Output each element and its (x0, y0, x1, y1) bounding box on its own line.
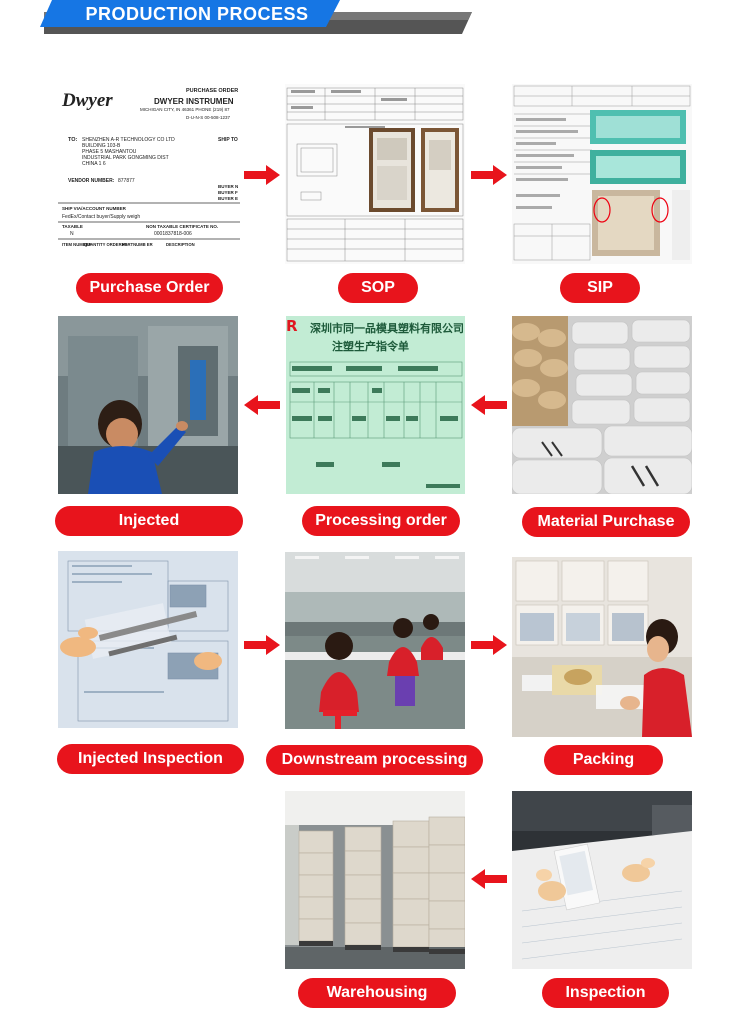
po-to-line: PHASE 5 MASHANTOU (82, 149, 137, 155)
step-label-sip: SIP (560, 273, 640, 303)
sop-document-photo (285, 84, 465, 264)
warehousing-photo (285, 791, 465, 969)
po-buyer-line: BUYER E (218, 196, 238, 201)
processing-order-title: 注塑生产指令单 (332, 339, 409, 353)
po-buyer-line: BUYER F (218, 190, 238, 195)
processing-order-photo: R 深圳市同一品模具塑料有限公司 注塑生产指令单 (286, 316, 465, 494)
step-label-purchase-order: Purchase Order (76, 273, 223, 303)
po-ship-to: SHIP TO (218, 137, 238, 143)
processing-order-logo: R (286, 317, 298, 335)
po-vendor-label: VENDOR NUMBER: (68, 178, 115, 184)
po-cert: NON TAXABLE CERTIFICATE NO. (146, 224, 218, 229)
po-company: DWYER INSTRUMEN (154, 97, 234, 106)
po-col: ITEM NUMBER (62, 242, 92, 247)
inspection-photo (512, 791, 692, 969)
po-ship-via-value: FedEx/Contact buyer/Supply weigh (62, 214, 140, 220)
po-to-line: CHINA 1 6 (82, 161, 106, 167)
injected-inspection-photo (58, 551, 238, 728)
po-taxable-value: N (70, 231, 74, 237)
po-to-line: BUILDING 103-B (82, 143, 121, 149)
step-label-sop: SOP (338, 273, 418, 303)
step-label-material-purchase: Material Purchase (522, 507, 690, 537)
arrow-left-icon (471, 869, 507, 889)
po-col: DESCRIPTION (166, 242, 195, 247)
processing-order-company: 深圳市同一品模具塑料有限公司 (310, 321, 464, 335)
sip-document-photo (512, 84, 692, 264)
po-address: MICHIGAN CITY, IN 46361 PHONE (219) 87 (140, 107, 230, 112)
step-label-warehousing: Warehousing (298, 978, 456, 1008)
dwyer-logo: Dwyer (61, 90, 113, 111)
downstream-processing-photo (285, 552, 465, 729)
step-label-injected-inspection: Injected Inspection (57, 744, 244, 774)
po-buyer-line: BUYER N (218, 184, 238, 189)
injected-photo (58, 316, 238, 494)
step-label-packing: Packing (544, 745, 663, 775)
step-label-inspection: Inspection (542, 978, 669, 1008)
po-ship-via: SHIP VIA/ACCOUNT NUMBER (62, 206, 127, 211)
po-col: PARTNUMB ER (122, 242, 153, 247)
po-doc-title: PURCHASE ORDER (186, 88, 238, 94)
arrow-right-icon (244, 635, 280, 655)
arrow-right-icon (471, 165, 507, 185)
po-to-line: INDUSTRIAL PARK GONGMING DIST (82, 155, 169, 161)
material-purchase-photo (512, 316, 692, 494)
step-label-downstream-processing: Downstream processing (266, 745, 483, 775)
header-banner: PRODUCTION PROCESS (0, 0, 750, 34)
po-to-label: TO: (68, 137, 78, 143)
po-duns: D-U-N-S 00-508-1237 (186, 115, 231, 120)
po-taxable: TAXABLE (62, 224, 83, 229)
arrow-left-icon (471, 395, 507, 415)
purchase-order-photo: Dwyer PURCHASE ORDER DWYER INSTRUMEN MIC… (58, 84, 240, 262)
step-label-processing-order: Processing order (302, 506, 460, 536)
arrow-left-icon (244, 395, 280, 415)
po-cert-value: 0001837818-006 (154, 231, 192, 237)
arrow-right-icon (244, 165, 280, 185)
step-label-injected: Injected (55, 506, 243, 536)
po-vendor-number: 877877 (118, 178, 135, 184)
arrow-right-icon (471, 635, 507, 655)
po-to-line: SHENZHEN A-R TECHNOLOGY CO LTD (82, 137, 175, 143)
packing-photo (512, 557, 692, 737)
page-title: PRODUCTION PROCESS (85, 4, 309, 24)
po-col: QUANTITY ORDERED (84, 242, 127, 247)
